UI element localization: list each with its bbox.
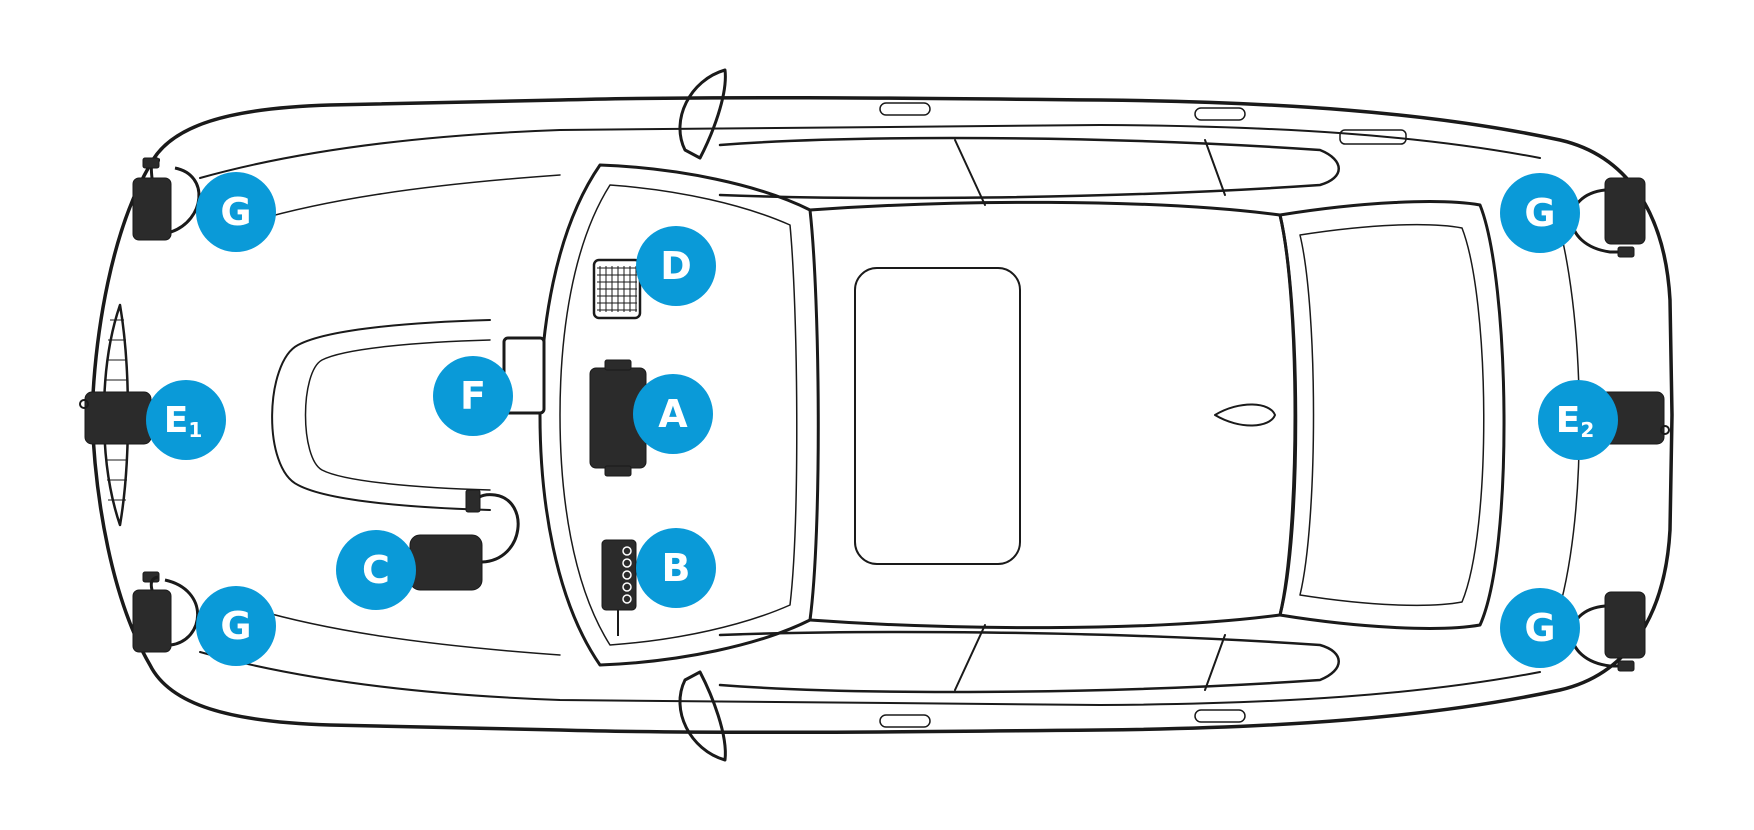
badge-g-rear-top: G [1500, 173, 1580, 253]
rear-light-top [1339, 129, 1407, 145]
windshield-inner [559, 184, 798, 646]
badge-e1: E1 [146, 380, 226, 460]
side-window-bottom-pillar-2 [1204, 634, 1226, 691]
badge-e2: E2 [1538, 380, 1618, 460]
side-mirror-top [678, 68, 727, 160]
badge-circle [633, 374, 713, 454]
hood-line-bottom [239, 604, 561, 656]
device-g-front-top [132, 157, 201, 241]
badge-label: F [460, 374, 486, 418]
badge-circle [336, 530, 416, 610]
badge-circle [1500, 173, 1580, 253]
badge-g-front-top: G [196, 172, 276, 252]
hood-line-top [239, 174, 561, 226]
side-window-top [718, 136, 1340, 200]
door-handle-bottom-1 [879, 714, 931, 728]
hood-bulge [271, 319, 491, 511]
car-body [90, 68, 1674, 762]
sunroof [854, 267, 1021, 565]
badge-label: G [1524, 191, 1555, 235]
badge-circle [1538, 380, 1618, 460]
device-c-unit-with-cable [409, 489, 520, 591]
front-grille [102, 303, 130, 527]
badge-circle [196, 586, 276, 666]
device-a-main-unit [589, 359, 647, 477]
door-handle-top-2 [1194, 107, 1246, 121]
badge-label: E1 [164, 400, 203, 443]
badge-c: C [336, 530, 416, 610]
rear-window-inner [1299, 223, 1485, 607]
badge-circle [1500, 588, 1580, 668]
badge-label: A [658, 392, 688, 436]
side-window-bottom-pillar-1 [954, 624, 986, 691]
badge-circle [636, 528, 716, 608]
hood-bulge-inner [304, 339, 491, 491]
badge-label: B [662, 546, 691, 590]
side-window-top-pillar-2 [1204, 139, 1226, 196]
badge-label: E2 [1556, 400, 1595, 443]
badge-a: A [633, 374, 713, 454]
badge-label: G [220, 190, 251, 234]
badge-b: B [636, 528, 716, 608]
badge-circle [146, 380, 226, 460]
device-b-port-hub [601, 539, 637, 636]
door-handle-bottom-2 [1194, 709, 1246, 723]
devices [79, 157, 1670, 672]
badge-f: F [433, 356, 513, 436]
device-g-front-bottom [132, 571, 200, 653]
badge-label: D [660, 244, 692, 288]
car-shoulder-top [199, 124, 1541, 179]
device-g-rear-top [1570, 177, 1646, 258]
badge-label: G [220, 604, 251, 648]
device-g-rear-bottom [1570, 591, 1646, 672]
badge-circle [196, 172, 276, 252]
badge-label: C [362, 548, 390, 592]
shark-fin-antenna [1214, 403, 1276, 427]
badge-label: G [1524, 606, 1555, 650]
rear-window [1278, 200, 1506, 630]
car-outer-silhouette [90, 95, 1674, 735]
door-handle-top-1 [879, 102, 931, 116]
badge-circle [433, 356, 513, 436]
device-e1-front-sensor [79, 391, 152, 445]
badges: A B C D E1 E2 F G [146, 172, 1618, 668]
device-d-grid-sensor [592, 258, 642, 320]
side-window-top-pillar-1 [954, 139, 986, 206]
badge-g-front-bottom: G [196, 586, 276, 666]
badge-d: D [636, 226, 716, 306]
badge-g-rear-bottom: G [1500, 588, 1580, 668]
side-mirror-bottom [678, 670, 727, 762]
side-window-bottom [718, 630, 1340, 694]
badge-circle [636, 226, 716, 306]
car-shoulder-bottom [199, 651, 1541, 706]
